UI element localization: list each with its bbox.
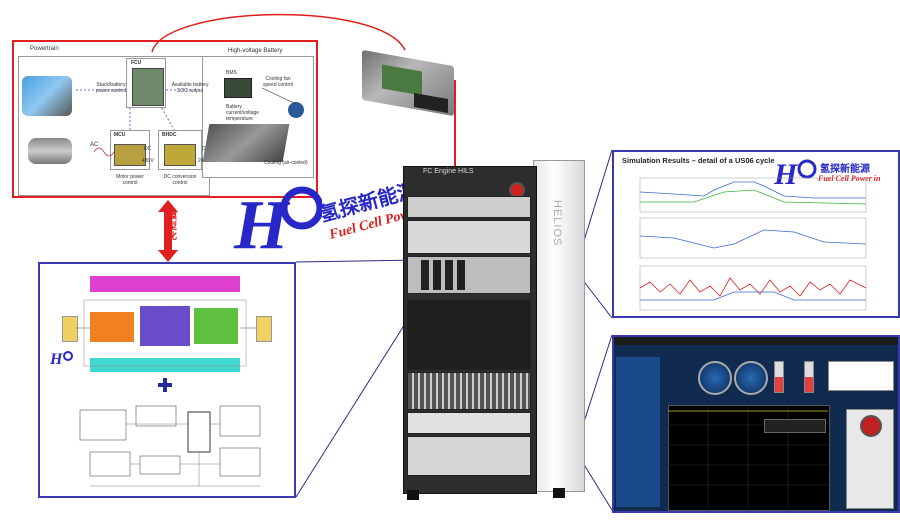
hv-battery-title: High-voltage Battery bbox=[228, 48, 283, 54]
block-top-magenta bbox=[90, 276, 240, 292]
rack-panel-power-1 bbox=[407, 412, 531, 434]
gauge-1 bbox=[698, 361, 732, 395]
bms-unit bbox=[224, 78, 252, 98]
bms-label: BMS bbox=[226, 70, 237, 76]
logo-h2o-icon: H bbox=[233, 186, 322, 263]
logo-right-brand-en: Fuel Cell Power in bbox=[818, 174, 881, 183]
dc-conversion-label: DC conversion control bbox=[163, 174, 197, 186]
stack-power-control-label: Stack/battery power control bbox=[95, 82, 126, 94]
mcu-label: MCU bbox=[114, 132, 126, 138]
schematic-sketch bbox=[79, 405, 261, 487]
fcu-label: FCU bbox=[131, 60, 142, 66]
cooling-fan-label: Cooling fan speed control bbox=[262, 76, 294, 88]
motor-power-label: Motor power control bbox=[116, 174, 144, 186]
svg-text:H: H bbox=[774, 158, 799, 188]
soc-output-label: Available battery SOC output bbox=[171, 82, 209, 94]
rack-panel-vent bbox=[407, 300, 531, 370]
monitor-table bbox=[828, 361, 894, 391]
rack-title: FC Engine HILS bbox=[423, 168, 474, 175]
monitor-stop-button[interactable] bbox=[860, 415, 882, 437]
plus-icon bbox=[158, 378, 172, 392]
ac-label: AC bbox=[90, 142, 99, 148]
rack-card-3 bbox=[445, 260, 453, 290]
dc-left-label: DC bbox=[144, 146, 152, 152]
fcu-board bbox=[132, 68, 164, 106]
rack-side-brand: HELIOS bbox=[551, 200, 563, 247]
svg-text:H: H bbox=[50, 351, 63, 366]
rack-foot-left bbox=[407, 490, 419, 500]
block-purple bbox=[140, 306, 190, 346]
rack-card-2 bbox=[433, 260, 441, 290]
model-block-diagram: H bbox=[38, 262, 296, 498]
block-green bbox=[194, 308, 238, 344]
thermometer-2 bbox=[804, 361, 814, 393]
logo-center: H 氢探新能源 Fuel Cell Power in bbox=[232, 168, 437, 263]
motor-image bbox=[28, 138, 72, 164]
rack-card-1 bbox=[421, 260, 429, 290]
rack-side bbox=[533, 160, 585, 492]
block-left-yellow bbox=[62, 316, 78, 342]
simulation-results-panel: Simulation Results – detail of a US06 cy… bbox=[612, 150, 900, 318]
logo-right-brand-cn: 氢探新能源 bbox=[820, 164, 870, 175]
logo-right-icon: H bbox=[774, 158, 817, 188]
fan-image bbox=[288, 102, 304, 118]
rack-foot-right bbox=[553, 488, 565, 498]
powertrain-arrows bbox=[76, 87, 297, 157]
block-connectors bbox=[76, 299, 256, 367]
mcu-unit bbox=[114, 144, 146, 166]
bhdc-label: BHDC bbox=[162, 132, 177, 138]
monitor-legend bbox=[764, 419, 826, 433]
powertrain-diagram: Powertrain High-voltage Battery FCU Stac… bbox=[12, 40, 318, 198]
monitor-left-sidebar bbox=[616, 357, 660, 507]
monitoring-screen-panel bbox=[612, 335, 900, 513]
monitor-chart bbox=[668, 405, 830, 511]
v480-label: 480V bbox=[142, 158, 154, 164]
sim-plots bbox=[639, 177, 867, 311]
battery-temp-label: Battery current/voltage temperature bbox=[226, 104, 260, 122]
rack-panel-io-2 bbox=[407, 220, 531, 254]
bhdc-unit bbox=[164, 144, 196, 166]
cooling-label: Cooling (air-cooled) bbox=[264, 160, 308, 166]
rack-card-4 bbox=[457, 260, 465, 290]
svg-text:H: H bbox=[233, 187, 291, 263]
block-right-yellow bbox=[256, 316, 272, 342]
powertrain-title: Powertrain bbox=[30, 46, 59, 52]
hils-rack: FC Engine HILS HELIOS bbox=[403, 160, 585, 500]
monitor-titlebar bbox=[614, 337, 898, 345]
thermometer-1 bbox=[774, 361, 784, 393]
ecu-device bbox=[358, 48, 461, 126]
modeling-label: 模型化 bbox=[168, 212, 178, 242]
gauge-2 bbox=[734, 361, 768, 395]
block-orange bbox=[90, 312, 134, 342]
sim-title: Simulation Results – detail of a US06 cy… bbox=[622, 156, 775, 165]
rack-panel-power-2 bbox=[407, 436, 531, 476]
mini-logo-icon: H bbox=[50, 351, 73, 366]
modeling-arrow bbox=[158, 200, 178, 262]
rack-panel-grille bbox=[407, 372, 531, 410]
block-bottom-cyan bbox=[90, 358, 240, 372]
rack-panel-io-1 bbox=[407, 196, 531, 218]
engine-image bbox=[22, 76, 72, 116]
